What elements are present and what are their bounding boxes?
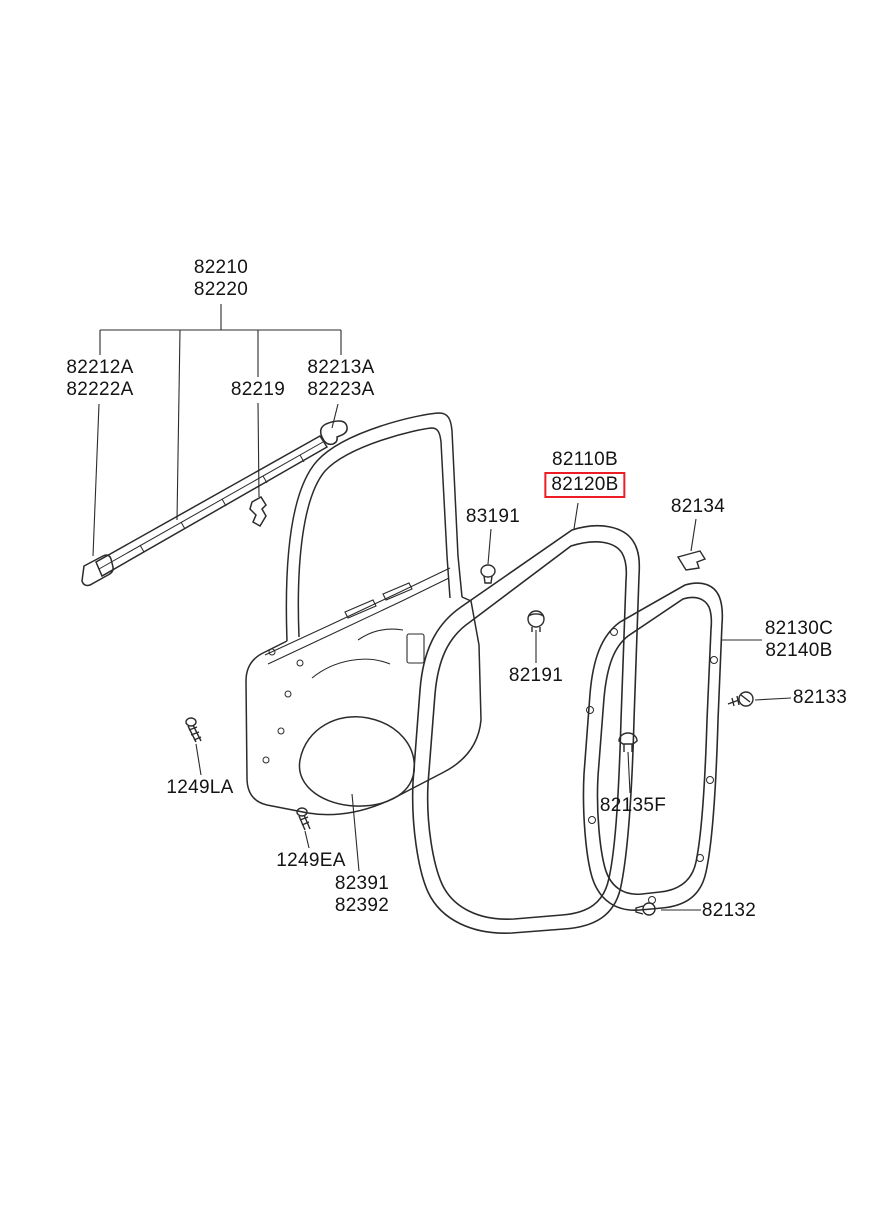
part-number: 82110B: [552, 449, 618, 470]
part-label-1249la[interactable]: 1249LA: [166, 777, 233, 799]
leader-82391: [351, 793, 360, 872]
leader-lines: [92, 304, 792, 911]
part-label-83191[interactable]: 83191: [466, 506, 520, 528]
leader-82135f: [627, 751, 631, 794]
body-side-weatherstrip-drawing: [582, 582, 724, 911]
leader-bracket-top: [99, 304, 342, 521]
part-number: 82223A: [307, 379, 375, 400]
leader-82110b: [573, 502, 579, 530]
screw-1249ea-drawing: [296, 807, 311, 831]
fasteners-drawing: [185, 550, 754, 916]
part-label-82133[interactable]: 82133: [793, 687, 847, 709]
part-number: 82391: [334, 873, 390, 894]
part-number: 82222A: [66, 379, 134, 400]
mid-clip-82219-drawing: [249, 495, 267, 528]
part-label-82135f[interactable]: 82135F: [600, 795, 666, 817]
part-label-82191[interactable]: 82191: [509, 665, 563, 687]
leader-1249la: [195, 743, 202, 776]
part-number: 82213A: [307, 357, 375, 378]
part-number: 82133: [792, 687, 848, 708]
part-number: 82392: [334, 895, 390, 916]
part-number: 82135F: [599, 795, 667, 816]
screw-1249la-drawing: [185, 717, 202, 743]
leader-82213a: [331, 403, 339, 429]
part-label-82391-82392[interactable]: 82391 82392: [335, 873, 389, 917]
part-number: 82220: [193, 279, 249, 300]
leader-83191: [487, 528, 492, 565]
part-label-82210-82220[interactable]: 82210 82220: [194, 257, 248, 301]
leader-1249ea: [304, 830, 310, 849]
end-cap-82212a-drawing: [81, 554, 114, 587]
part-number: 82134: [670, 496, 726, 517]
grommet-82191-drawing: [527, 610, 545, 632]
clip-82132-drawing: [635, 902, 656, 916]
part-number: 82130C: [764, 618, 834, 639]
part-label-82219[interactable]: 82219: [231, 379, 285, 401]
leader-82219: [257, 402, 260, 498]
part-number: 1249LA: [166, 777, 234, 798]
part-number: 82212A: [66, 357, 134, 378]
part-number: 83191: [465, 506, 521, 527]
part-label-1249ea[interactable]: 1249EA: [276, 850, 345, 872]
part-number: 82140B: [765, 640, 833, 661]
leader-82133: [754, 697, 792, 701]
door-pocket-drawing: [298, 716, 416, 807]
clip-83191-drawing: [480, 564, 496, 584]
part-number: 1249EA: [276, 850, 346, 871]
end-clip-82213a-drawing: [319, 420, 348, 446]
clip-82135f-drawing: [618, 732, 638, 752]
part-number: 82191: [508, 665, 564, 686]
leader-82212a: [92, 403, 100, 557]
part-number: 82219: [230, 379, 286, 400]
part-number: 82132: [701, 900, 757, 921]
part-label-82212a-82222a[interactable]: 82212A 82222A: [66, 357, 133, 401]
door-weatherstrip-drawing: [411, 524, 641, 934]
clip-82134-drawing: [676, 550, 707, 571]
part-number: 82210: [193, 257, 249, 278]
leader-82134: [690, 518, 697, 552]
part-label-82110b-82120b[interactable]: 82110B 82120B: [544, 449, 626, 498]
belt-moulding-drawing: [81, 420, 348, 587]
part-label-82213a-82223a[interactable]: 82213A 82223A: [307, 357, 374, 401]
part-number-highlighted[interactable]: 82120B: [544, 472, 626, 498]
screw-82133-drawing: [727, 691, 754, 707]
part-label-82134[interactable]: 82134: [671, 496, 725, 518]
part-label-82132[interactable]: 82132: [702, 900, 756, 922]
part-label-82130c-82140b[interactable]: 82130C 82140B: [765, 618, 833, 662]
door-panel-drawing: [245, 412, 482, 816]
